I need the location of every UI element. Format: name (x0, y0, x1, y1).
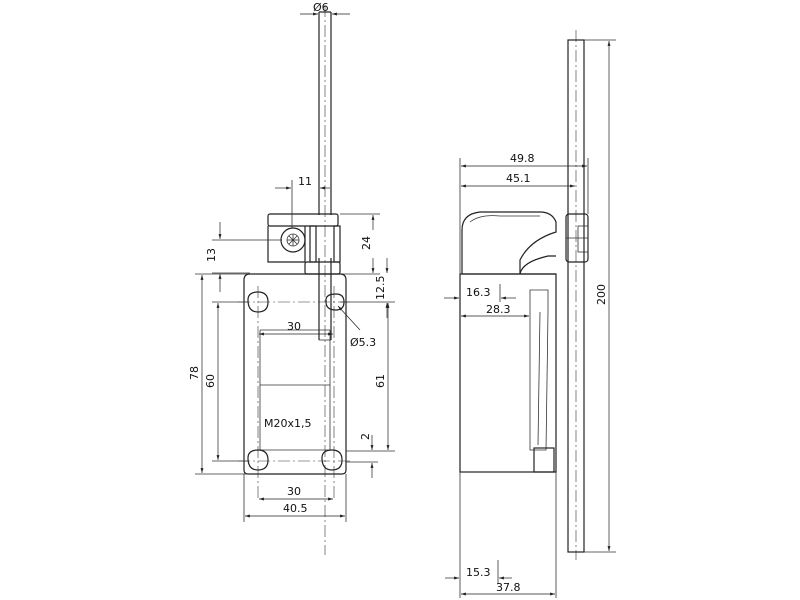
thread-label: M20x1,5 (264, 417, 312, 430)
dim-hole-spacing-vertical: 60 (204, 301, 248, 462)
dim-bottom-offset-label: 2 (359, 433, 372, 440)
dim-body-height: 61 (346, 303, 395, 452)
dim-slot-depth: 28.3 (461, 303, 529, 318)
switch-body (238, 273, 350, 500)
front-view: Ø6 11 (188, 1, 395, 555)
side-rod (567, 30, 585, 560)
dim-hole-spacing-bottom-label: 30 (287, 485, 301, 498)
dim-body-height-label: 61 (374, 374, 387, 388)
dim-total-depth-label: 49.8 (510, 152, 535, 165)
dim-head-depth-label: 45.1 (506, 172, 531, 185)
dim-hole-diameter-label: Ø5.3 (350, 336, 376, 349)
dim-head-depth: 45.1 (461, 172, 575, 188)
dim-hole-spacing-vertical-label: 60 (204, 374, 217, 388)
dim-overall-width-label: 40.5 (283, 502, 308, 515)
dim-rod-length: 200 (584, 39, 616, 553)
dim-roller-height-label: 24 (360, 236, 373, 250)
dim-slot-depth-label: 28.3 (486, 303, 511, 316)
dim-lever-width: 11 (275, 175, 330, 228)
dim-base-offset-label: 15.3 (466, 566, 491, 579)
dim-base-depth: 37.8 (461, 581, 555, 596)
dim-roller-offset-label: 13 (205, 248, 218, 262)
dim-roller-offset: 13 (205, 222, 282, 292)
dim-head-gap-label: 12.5 (374, 276, 387, 301)
dim-lever-width-label: 11 (298, 175, 312, 188)
side-view: 200 49.8 45. (444, 30, 616, 598)
dim-base-depth-label: 37.8 (496, 581, 521, 594)
dim-hole-spacing-top: 30 (259, 320, 333, 336)
dim-head-gap: 12.5 (340, 258, 395, 318)
dim-rod-length-label: 200 (595, 284, 608, 305)
dim-slot-offset: 16.3 (444, 284, 516, 302)
dim-roller-height: 24 (340, 213, 380, 275)
dim-rod-diameter: Ø6 (300, 1, 350, 16)
dim-bottom-offset: 2 (346, 433, 378, 478)
dim-hole-diameter: Ø5.3 (337, 305, 376, 349)
dim-hole-spacing-top-label: 30 (287, 320, 301, 333)
side-head (461, 211, 589, 275)
dim-rod-diameter-label: Ø6 (313, 1, 329, 14)
dim-overall-height-label: 78 (188, 366, 201, 380)
roller-icon (280, 227, 306, 253)
actuator-rod (318, 11, 332, 341)
side-body (459, 273, 557, 473)
dim-slot-offset-label: 16.3 (466, 286, 491, 299)
dim-hole-spacing-bottom: 30 (259, 485, 333, 501)
dim-overall-height: 78 (188, 273, 250, 475)
dim-total-depth: 49.8 (459, 152, 589, 274)
dim-base-offset: 15.3 (445, 566, 512, 580)
dim-overall-width: 40.5 (243, 474, 347, 522)
